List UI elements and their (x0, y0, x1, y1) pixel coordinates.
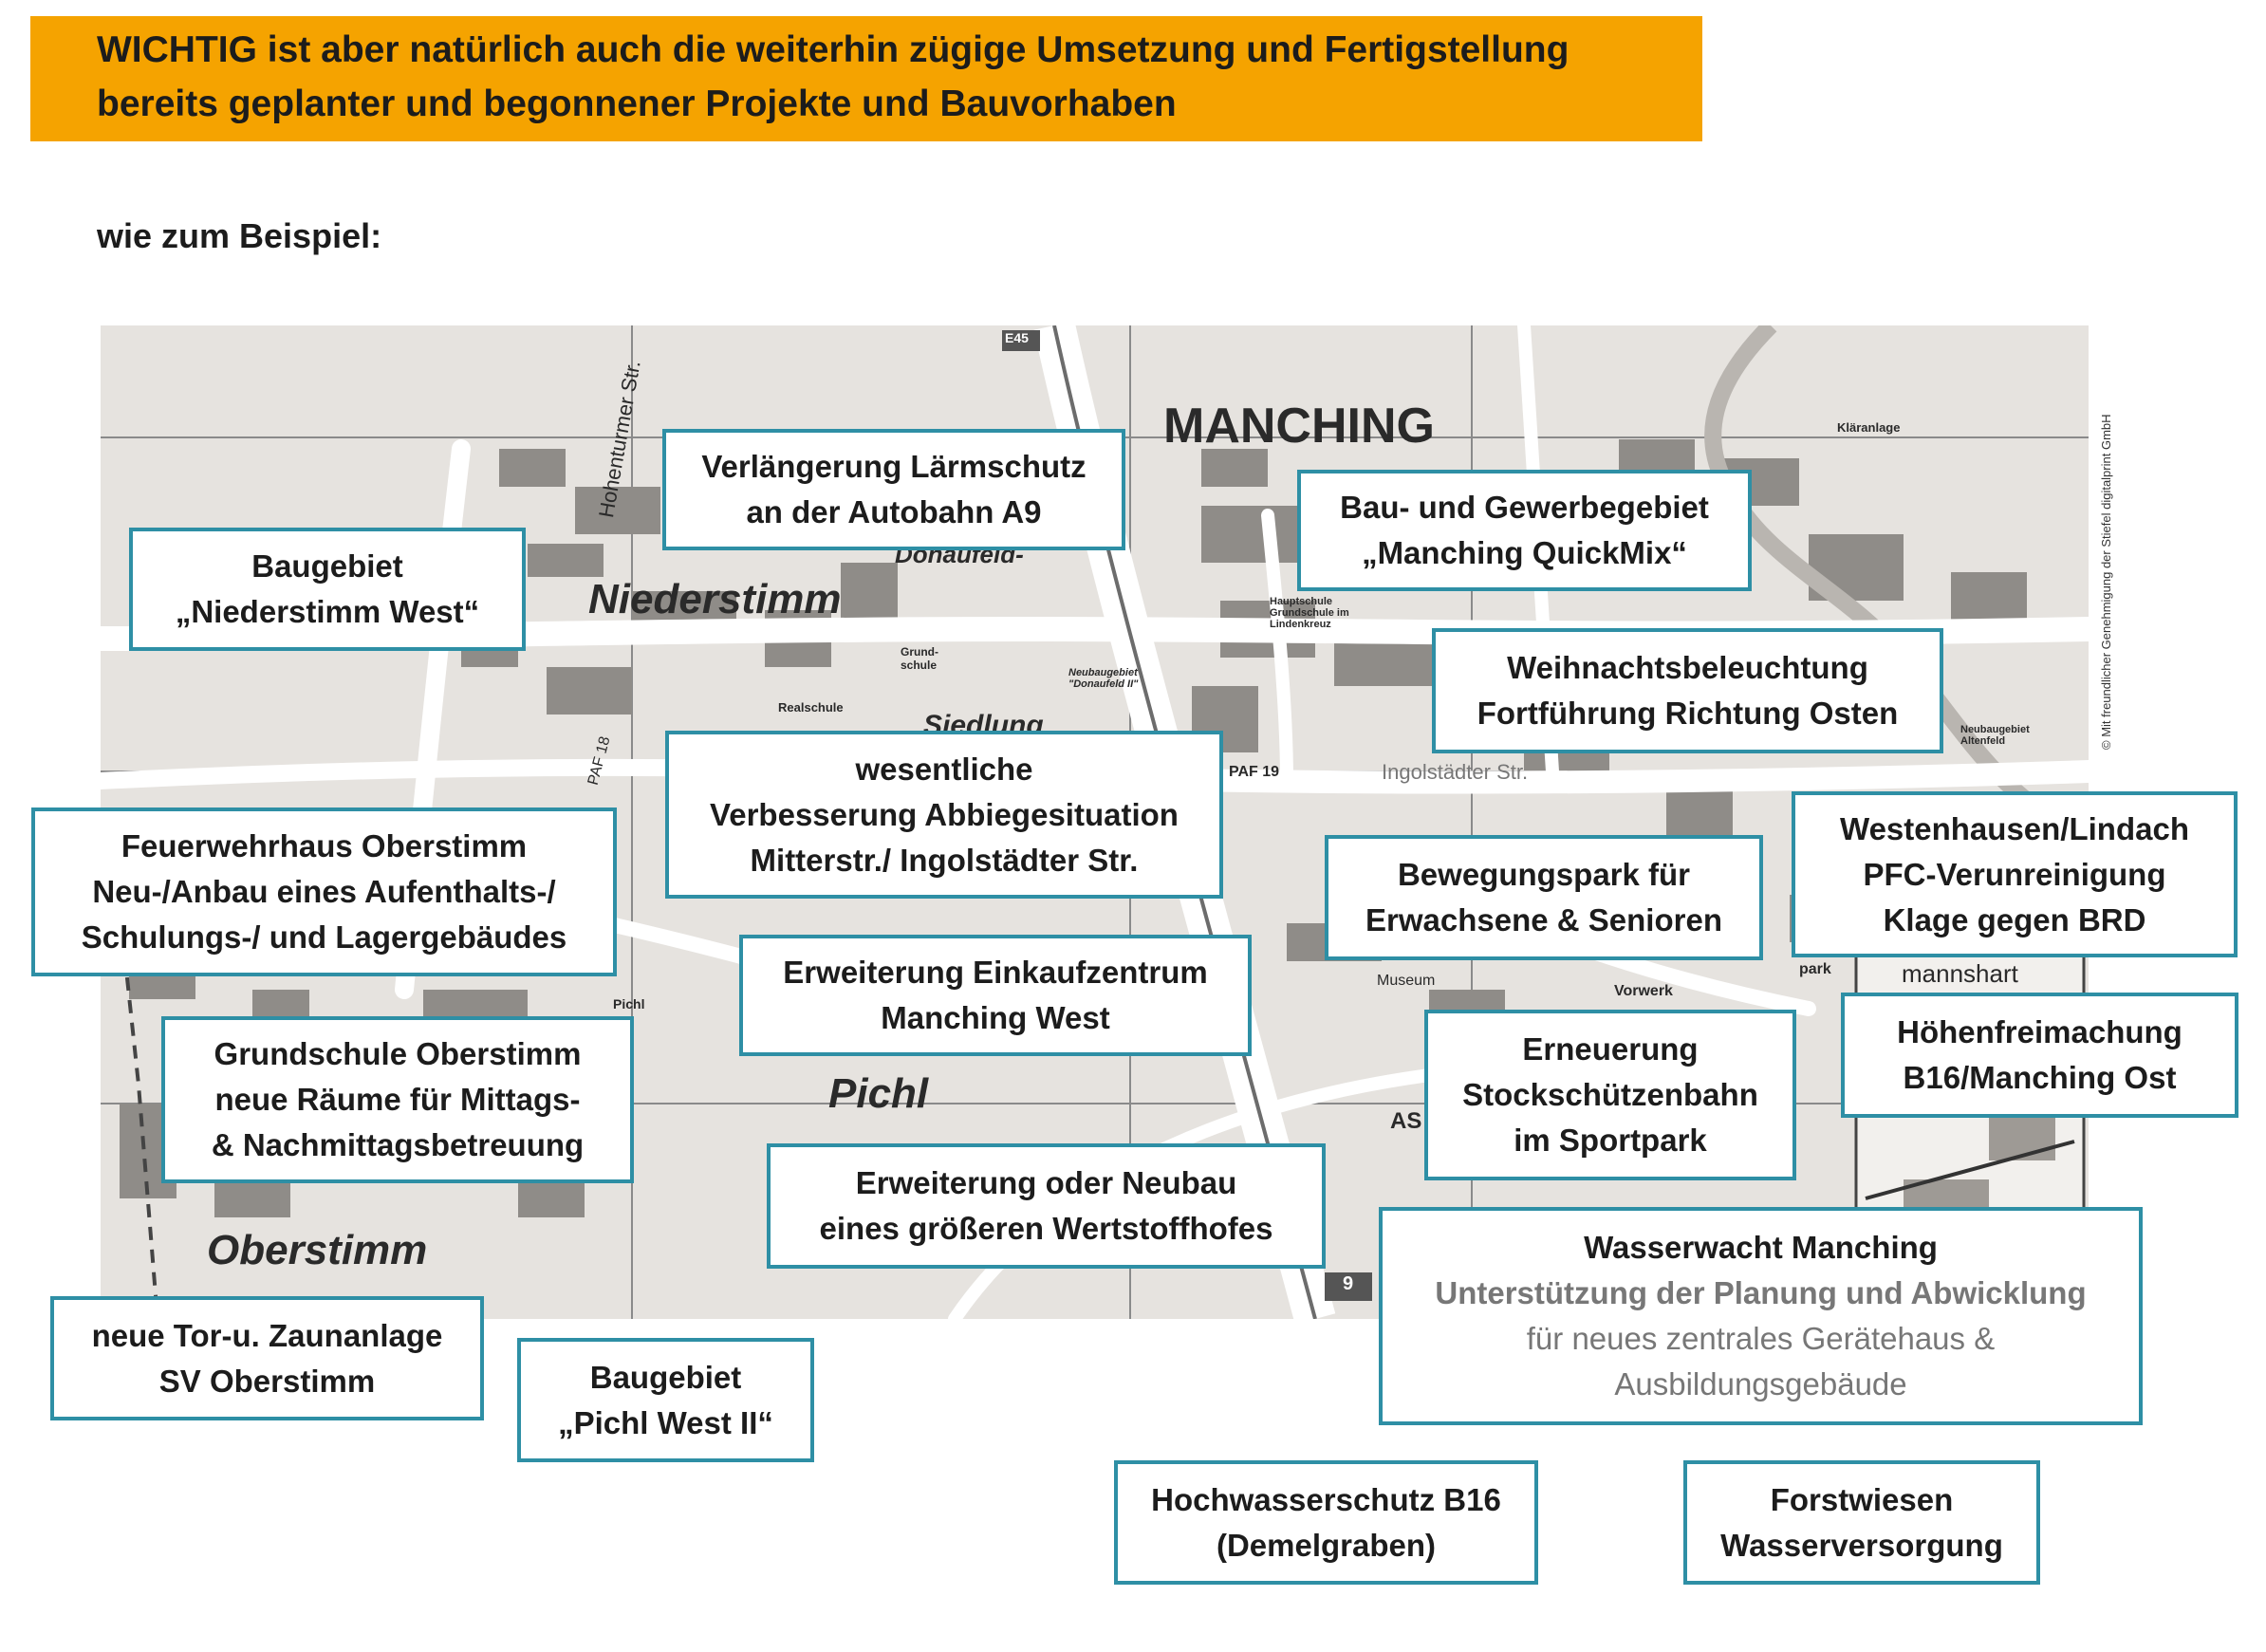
box-einkaufzentrum: Erweiterung Einkaufzentrum Manching West (739, 935, 1252, 1056)
map-label-grundschule: Grund- schule (901, 645, 938, 672)
box-quickmix-line-1: Bau- und Gewerbegebiet (1340, 490, 1709, 525)
box-grundschule-oberstimm: Grundschule Oberstimm neue Räume für Mit… (161, 1016, 634, 1183)
box-stockschuetzenbahn-line-1: Erneuerung (1522, 1031, 1699, 1067)
map-label-oberstimm: Oberstimm (207, 1227, 428, 1273)
map-label-neubaugebiet-donaufeld: Neubaugebiet "Donaufeld II" (1068, 667, 1139, 690)
subheading: wie zum Beispiel: (97, 216, 382, 255)
map-label-autobahn-shield: 9 (1343, 1273, 1354, 1294)
map-label-vorwerk: Vorwerk (1614, 983, 1673, 999)
box-forstwiesen: Forstwiesen Wasserversorgung (1683, 1460, 2040, 1585)
box-westenhausen: Westenhausen/Lindach PFC-Verunreinigung … (1792, 791, 2238, 957)
map-label-klaeranlage: Kläranlage (1837, 420, 1901, 435)
box-wertstoffhof-line-1: Erweiterung oder Neubau (855, 1165, 1237, 1200)
map-label-neubaugebiet-altenfeld: Neubaugebiet Altenfeld (1960, 724, 2030, 747)
box-weihnachtsbeleuchtung-line-1: Weihnachtsbeleuchtung (1507, 650, 1868, 685)
box-wertstoffhof: Erweiterung oder Neubau eines größeren W… (767, 1143, 1326, 1269)
box-quickmix-line-2: „Manching QuickMix“ (1362, 535, 1687, 570)
box-quickmix: Bau- und Gewerbegebiet „Manching QuickMi… (1297, 470, 1752, 591)
box-westenhausen-line-1: Westenhausen/Lindach (1840, 810, 2189, 846)
map-label-manching: MANCHING (1163, 399, 1435, 454)
map-label-paf19: PAF 19 (1229, 764, 1280, 780)
box-pichl-west: Baugebiet „Pichl West II“ (517, 1338, 814, 1462)
map-label-niederstimm: Niederstimm (588, 576, 842, 622)
box-wertstoffhof-line-2: eines größeren Wertstoffhofes (819, 1211, 1273, 1246)
box-bewegungspark: Bewegungspark für Erwachsene & Senioren (1325, 835, 1763, 960)
box-weihnachtsbeleuchtung-line-2: Fortführung Richtung Osten (1477, 696, 1899, 731)
box-wasserwacht-line-2: Unterstützung der Planung und Abwicklung (1435, 1275, 2087, 1310)
box-laermschutz: Verlängerung Lärmschutz an der Autobahn … (662, 429, 1125, 550)
map-label-e45: E45 (1005, 330, 1029, 345)
box-hochwasserschutz-line-1: Hochwasserschutz B16 (1151, 1481, 1501, 1517)
box-hochwasserschutz: Hochwasserschutz B16 (Demelgraben) (1114, 1460, 1538, 1585)
box-zaunanlage-line-1: neue Tor-u. Zaunanlage (91, 1317, 443, 1353)
box-hoehenfreimachung-line-2: B16/Manching Ost (1903, 1060, 2177, 1095)
box-laermschutz-line-1: Verlängerung Lärmschutz (701, 449, 1087, 484)
box-abbiegesituation: wesentliche Verbesserung Abbiegesituatio… (665, 731, 1223, 899)
box-niederstimm-west-line-1: Baugebiet (251, 548, 403, 584)
map-label-park: park (1799, 961, 1831, 977)
box-feuerwehrhaus-line-2: Neu-/Anbau eines Aufenthalts-/ (92, 874, 556, 909)
box-wasserwacht-line-4: Ausbildungsgebäude (1614, 1366, 1907, 1401)
box-grundschule-oberstimm-line-1: Grundschule Oberstimm (214, 1036, 582, 1071)
box-grundschule-oberstimm-line-2: neue Räume für Mittags- (214, 1082, 581, 1117)
box-zaunanlage-line-2: SV Oberstimm (158, 1363, 376, 1399)
box-westenhausen-line-2: PFC-Verunreinigung (1863, 856, 2166, 892)
box-wasserwacht: Wasserwacht Manching Unterstützung der P… (1379, 1207, 2143, 1425)
map-label-museum: Museum (1377, 973, 1436, 989)
box-westenhausen-line-3: Klage gegen BRD (1883, 901, 2146, 937)
box-hoehenfreimachung: Höhenfreimachung B16/Manching Ost (1841, 993, 2238, 1118)
box-weihnachtsbeleuchtung: Weihnachtsbeleuchtung Fortführung Richtu… (1432, 628, 1943, 753)
box-einkaufzentrum-line-1: Erweiterung Einkaufzentrum (783, 955, 1208, 990)
box-niederstimm-west-line-2: „Niederstimm West“ (175, 594, 480, 629)
box-abbiegesituation-line-1: wesentliche (855, 751, 1033, 787)
box-wasserwacht-line-3: für neues zentrales Gerätehaus & (1526, 1321, 1996, 1356)
box-wasserwacht-line-1: Wasserwacht Manching (1584, 1230, 1938, 1265)
box-stockschuetzenbahn-line-3: im Sportpark (1514, 1123, 1707, 1158)
box-feuerwehrhaus-line-1: Feuerwehrhaus Oberstimm (121, 828, 528, 863)
headline-banner: WICHTIG ist aber natürlich auch die weit… (30, 16, 1702, 141)
box-laermschutz-line-2: an der Autobahn A9 (746, 494, 1042, 529)
box-forstwiesen-line-2: Wasserversorgung (1720, 1527, 2003, 1563)
box-abbiegesituation-line-3: Mitterstr./ Ingolstädter Str. (750, 842, 1139, 878)
box-abbiegesituation-line-2: Verbesserung Abbiegesituation (710, 796, 1179, 832)
box-stockschuetzenbahn: Erneuerung Stockschützenbahn im Sportpar… (1424, 1010, 1796, 1180)
map-label-realschule: Realschule (778, 700, 844, 715)
map-copyright: © Mit freundlicher Genehmigung der Stief… (2099, 414, 2113, 750)
box-pichl-west-line-2: „Pichl West II“ (558, 1404, 773, 1440)
box-niederstimm-west: Baugebiet „Niederstimm West“ (129, 528, 526, 651)
map-label-hauptschule: Hauptschule Grundschule im Lindenkreuz (1270, 596, 1349, 630)
box-grundschule-oberstimm-line-3: & Nachmittagsbetreuung (211, 1127, 585, 1162)
map-label-mannshart: mannshart (1902, 959, 2018, 988)
box-stockschuetzenbahn-line-2: Stockschützenbahn (1462, 1077, 1758, 1112)
box-forstwiesen-line-1: Forstwiesen (1770, 1481, 1954, 1517)
box-hochwasserschutz-line-2: (Demelgraben) (1216, 1527, 1437, 1563)
box-pichl-west-line-1: Baugebiet (589, 1359, 742, 1395)
headline-line-2: bereits geplanter und begonnener Projekt… (97, 84, 1177, 124)
box-bewegungspark-line-2: Erwachsene & Senioren (1365, 902, 1722, 937)
map-label-ingolstaedter-str: Ingolstädter Str. (1382, 760, 1529, 784)
box-feuerwehrhaus-line-3: Schulungs-/ und Lagergebäudes (81, 919, 567, 955)
map-label-pichl: Pichl (828, 1070, 929, 1117)
map-label-pichl-small: Pichl (613, 996, 645, 1012)
headline-line-1: WICHTIG ist aber natürlich auch die weit… (97, 29, 1569, 70)
box-hoehenfreimachung-line-1: Höhenfreimachung (1897, 1014, 2182, 1049)
box-zaunanlage: neue Tor-u. Zaunanlage SV Oberstimm (50, 1296, 484, 1420)
box-einkaufzentrum-line-2: Manching West (881, 1000, 1110, 1035)
box-feuerwehrhaus: Feuerwehrhaus Oberstimm Neu-/Anbau eines… (31, 807, 617, 976)
box-bewegungspark-line-1: Bewegungspark für (1397, 857, 1691, 892)
